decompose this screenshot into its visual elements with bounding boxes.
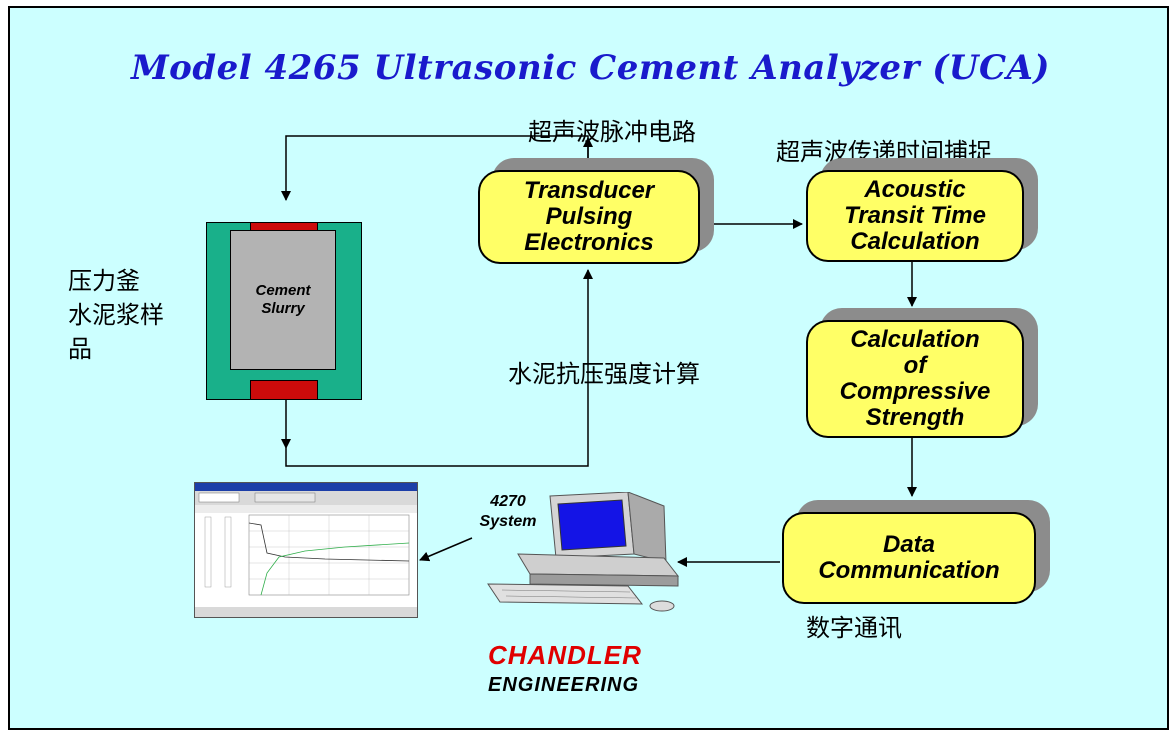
computer-icon [487,492,680,612]
label-pulse-circuit: 超声波脉冲电路 [528,118,696,146]
connector-arrows [281,135,917,567]
brand-subtitle: ENGINEERING [488,674,640,696]
box-transducer-pulsing: Transducer Pulsing Electronics [478,170,700,264]
strength-chart-thumbnail [195,483,417,617]
system-label: 4270 System [479,493,537,530]
arrow-return-to-transducer [285,269,593,467]
page-title: Model 4265 Ultrasonic Cement Analyzer (U… [131,48,1050,88]
box-acoustic-transit: Acoustic Transit Time Calculation [806,170,1024,262]
label-vessel-sample: 压力釜 水泥浆样 品 [68,267,164,363]
vessel-cap-bottom [250,380,318,400]
box-compressive-strength: Calculation of Compressive Strength [806,320,1024,438]
slide: Model 4265 Ultrasonic Cement Analyzer (U… [8,6,1169,730]
label-strength-calc: 水泥抗压强度计算 [508,360,700,388]
cement-slurry-label: Cement Slurry [230,230,336,370]
label-transit-capture: 超声波传递时间捕捉 [776,138,992,166]
software-screenshot [194,482,418,618]
brand-name: CHANDLER [488,640,642,670]
arrow-computer-to-screen [419,537,473,562]
box-data-communication: Data Communication [782,512,1036,604]
label-digital-comm: 数字通讯 [806,614,902,642]
